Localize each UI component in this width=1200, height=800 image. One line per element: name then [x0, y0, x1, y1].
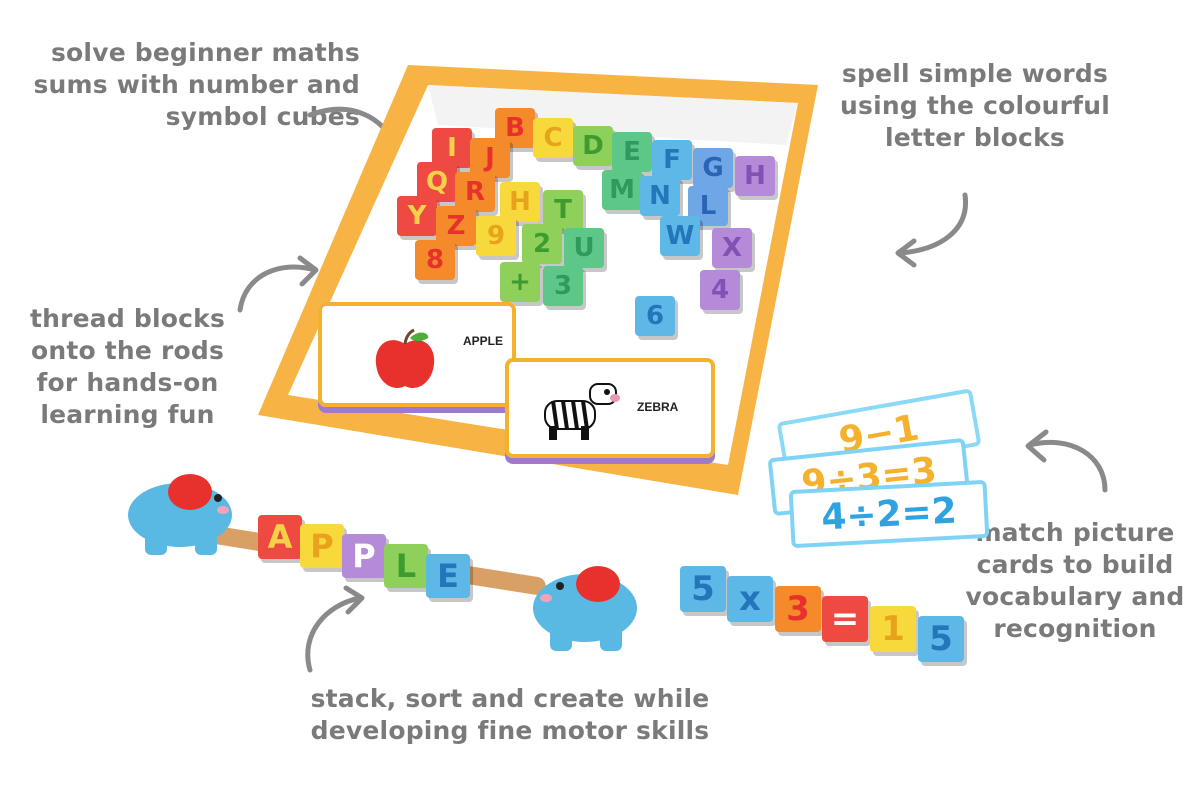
letter-cube[interactable]: W: [660, 216, 700, 256]
letter-cube[interactable]: L: [688, 186, 728, 226]
letter-cube[interactable]: Q: [417, 162, 457, 202]
picture-card-apple[interactable]: APPLE: [318, 302, 516, 407]
math-card-text: 4÷2=2: [820, 489, 958, 539]
letter-cube[interactable]: J: [470, 138, 510, 178]
caption-thread-line: onto the rods: [30, 336, 225, 365]
equation-cube[interactable]: 1: [870, 606, 916, 652]
letter-cube[interactable]: T: [543, 190, 583, 230]
caption-spell-line: using the colourful: [840, 91, 1110, 120]
apple-icon: [375, 328, 435, 388]
letter-cube[interactable]: U: [564, 228, 604, 268]
letter-cube[interactable]: G: [693, 148, 733, 188]
letter-cube[interactable]: 9: [476, 216, 516, 256]
letter-cube[interactable]: +: [500, 262, 540, 302]
caption-thread-line: for hands-on: [36, 368, 219, 397]
letter-cube[interactable]: H: [735, 156, 775, 196]
rod-cube[interactable]: P: [342, 534, 386, 578]
card-label-apple: APPLE: [463, 334, 504, 348]
caption-thread-line: thread blocks: [29, 304, 226, 333]
equation-cube[interactable]: x: [727, 576, 773, 622]
rod-cube[interactable]: E: [426, 554, 470, 598]
elephant-left-icon[interactable]: [115, 460, 245, 560]
caption-thread: thread blocks onto the rods for hands-on…: [20, 303, 235, 431]
caption-match-line: vocabulary and: [965, 582, 1185, 611]
letter-cube[interactable]: C: [533, 118, 573, 158]
caption-thread-line: learning fun: [40, 400, 215, 429]
letter-cube[interactable]: R: [455, 172, 495, 212]
equation-cube[interactable]: 5: [918, 616, 964, 662]
arrow-thread-icon: [237, 255, 319, 313]
caption-match-line: cards to build: [976, 550, 1174, 579]
picture-card-zebra[interactable]: ZEBRA: [505, 358, 715, 458]
letter-cube[interactable]: Z: [436, 206, 476, 246]
letter-cube[interactable]: D: [573, 126, 613, 166]
caption-maths-line: solve beginner maths: [50, 38, 360, 67]
caption-spell-line: spell simple words: [841, 59, 1109, 88]
caption-maths-line: symbol cubes: [165, 102, 360, 131]
caption-match-line: recognition: [993, 614, 1157, 643]
letter-cube[interactable]: 8: [415, 240, 455, 280]
letter-cube[interactable]: Y: [397, 196, 437, 236]
rod-cube[interactable]: L: [384, 544, 428, 588]
letter-cube[interactable]: I: [432, 128, 472, 168]
letter-cube[interactable]: 2: [522, 224, 562, 264]
caption-maths: solve beginner maths sums with number an…: [20, 37, 360, 133]
caption-stack-line: developing fine motor skills: [310, 716, 710, 745]
letter-cube[interactable]: F: [652, 140, 692, 180]
letter-cube[interactable]: 3: [543, 266, 583, 306]
rod-cube[interactable]: P: [300, 524, 344, 568]
equation-cube[interactable]: 5: [680, 566, 726, 612]
caption-maths-line: sums with number and: [33, 70, 360, 99]
caption-match: match picture cards to build vocabulary …: [965, 517, 1185, 645]
arrow-match-icon: [1025, 429, 1108, 493]
letter-cube[interactable]: N: [640, 176, 680, 216]
caption-spell: spell simple words using the colourful l…: [820, 58, 1130, 154]
card-label-zebra: ZEBRA: [637, 400, 679, 414]
equation-cube[interactable]: =: [822, 596, 868, 642]
rod-cube[interactable]: A: [258, 515, 302, 559]
caption-stack-line: stack, sort and create while: [310, 684, 710, 713]
caption-spell-line: letter blocks: [885, 123, 1065, 152]
letter-cube[interactable]: 4: [700, 270, 740, 310]
letter-cube[interactable]: E: [612, 132, 652, 172]
letter-cube[interactable]: M: [602, 170, 642, 210]
arrow-stack-icon: [305, 585, 365, 673]
letter-cube[interactable]: H: [500, 182, 540, 222]
math-card[interactable]: 4÷2=2: [788, 479, 990, 549]
caption-match-line: match picture: [975, 518, 1175, 547]
arrow-spell-icon: [895, 192, 969, 268]
equation-cube[interactable]: 3: [775, 586, 821, 632]
letter-cube[interactable]: 6: [635, 296, 675, 336]
elephant-right-icon[interactable]: [520, 548, 650, 658]
letter-cube[interactable]: X: [712, 228, 752, 268]
caption-stack: stack, sort and create while developing …: [290, 683, 730, 747]
zebra-icon: [544, 383, 620, 440]
